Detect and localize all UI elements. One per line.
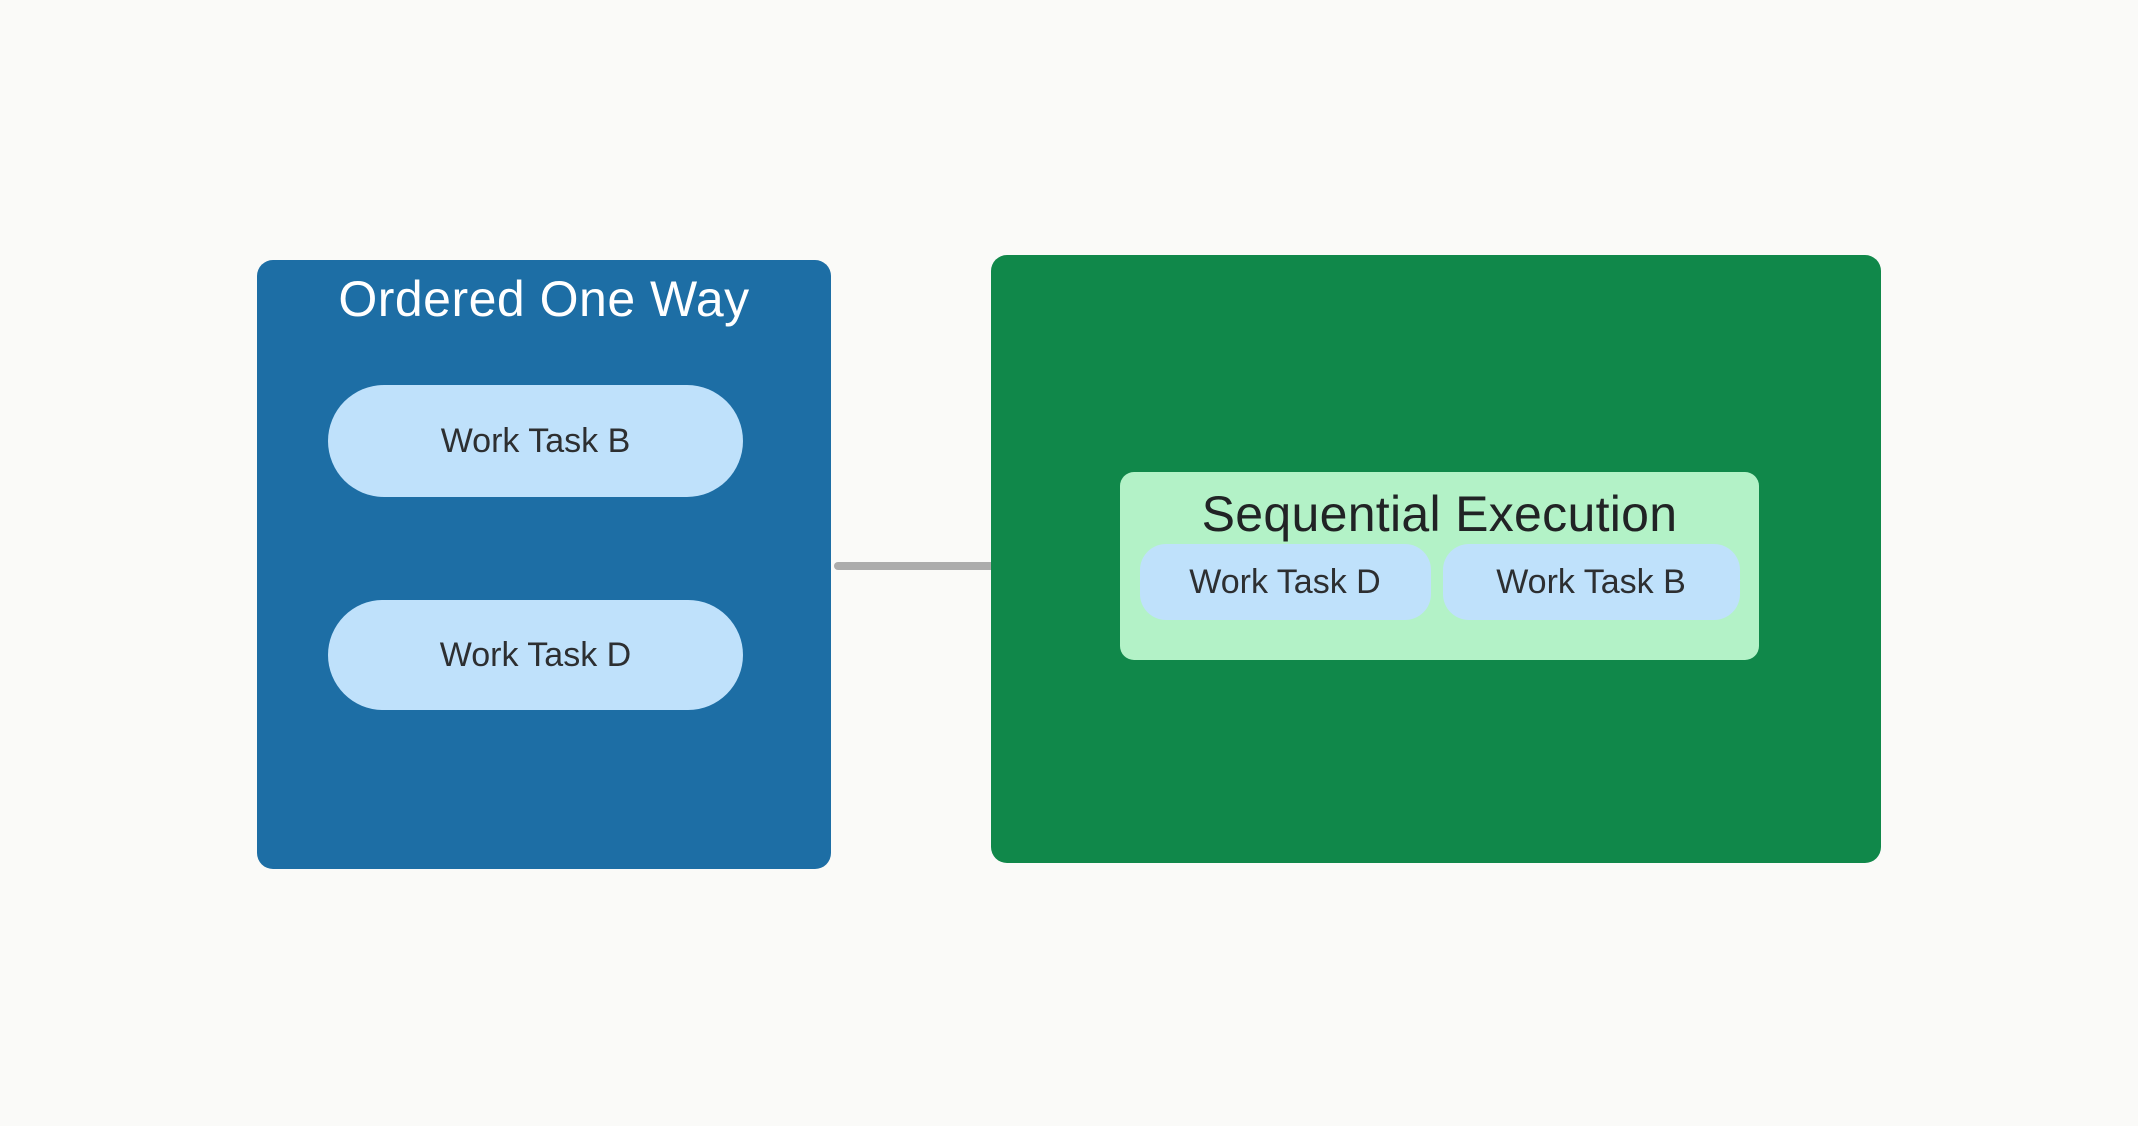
group-title: Ordered One Way: [338, 271, 750, 327]
sequential-execution-panel: Sequential Execution Work Task D Work Ta…: [1120, 472, 1759, 660]
ordered-one-way-group: Ordered One Way Work Task B Work Task D: [257, 260, 831, 869]
execution-container-group: Sequential Execution Work Task D Work Ta…: [991, 255, 1881, 863]
task-label: Work Task D: [439, 635, 632, 674]
task-node-work-task-d-executed: Work Task D: [1139, 544, 1431, 620]
task-label: Work Task D: [1189, 562, 1381, 601]
task-label: Work Task B: [1496, 562, 1686, 601]
task-node-work-task-b-executed: Work Task B: [1442, 544, 1740, 620]
panel-title: Sequential Execution: [1201, 486, 1678, 542]
task-node-work-task-b: Work Task B: [328, 385, 743, 497]
task-row: Work Task D Work Task B: [1139, 544, 1740, 620]
task-label: Work Task B: [440, 421, 631, 460]
task-node-work-task-d: Work Task D: [328, 600, 743, 710]
